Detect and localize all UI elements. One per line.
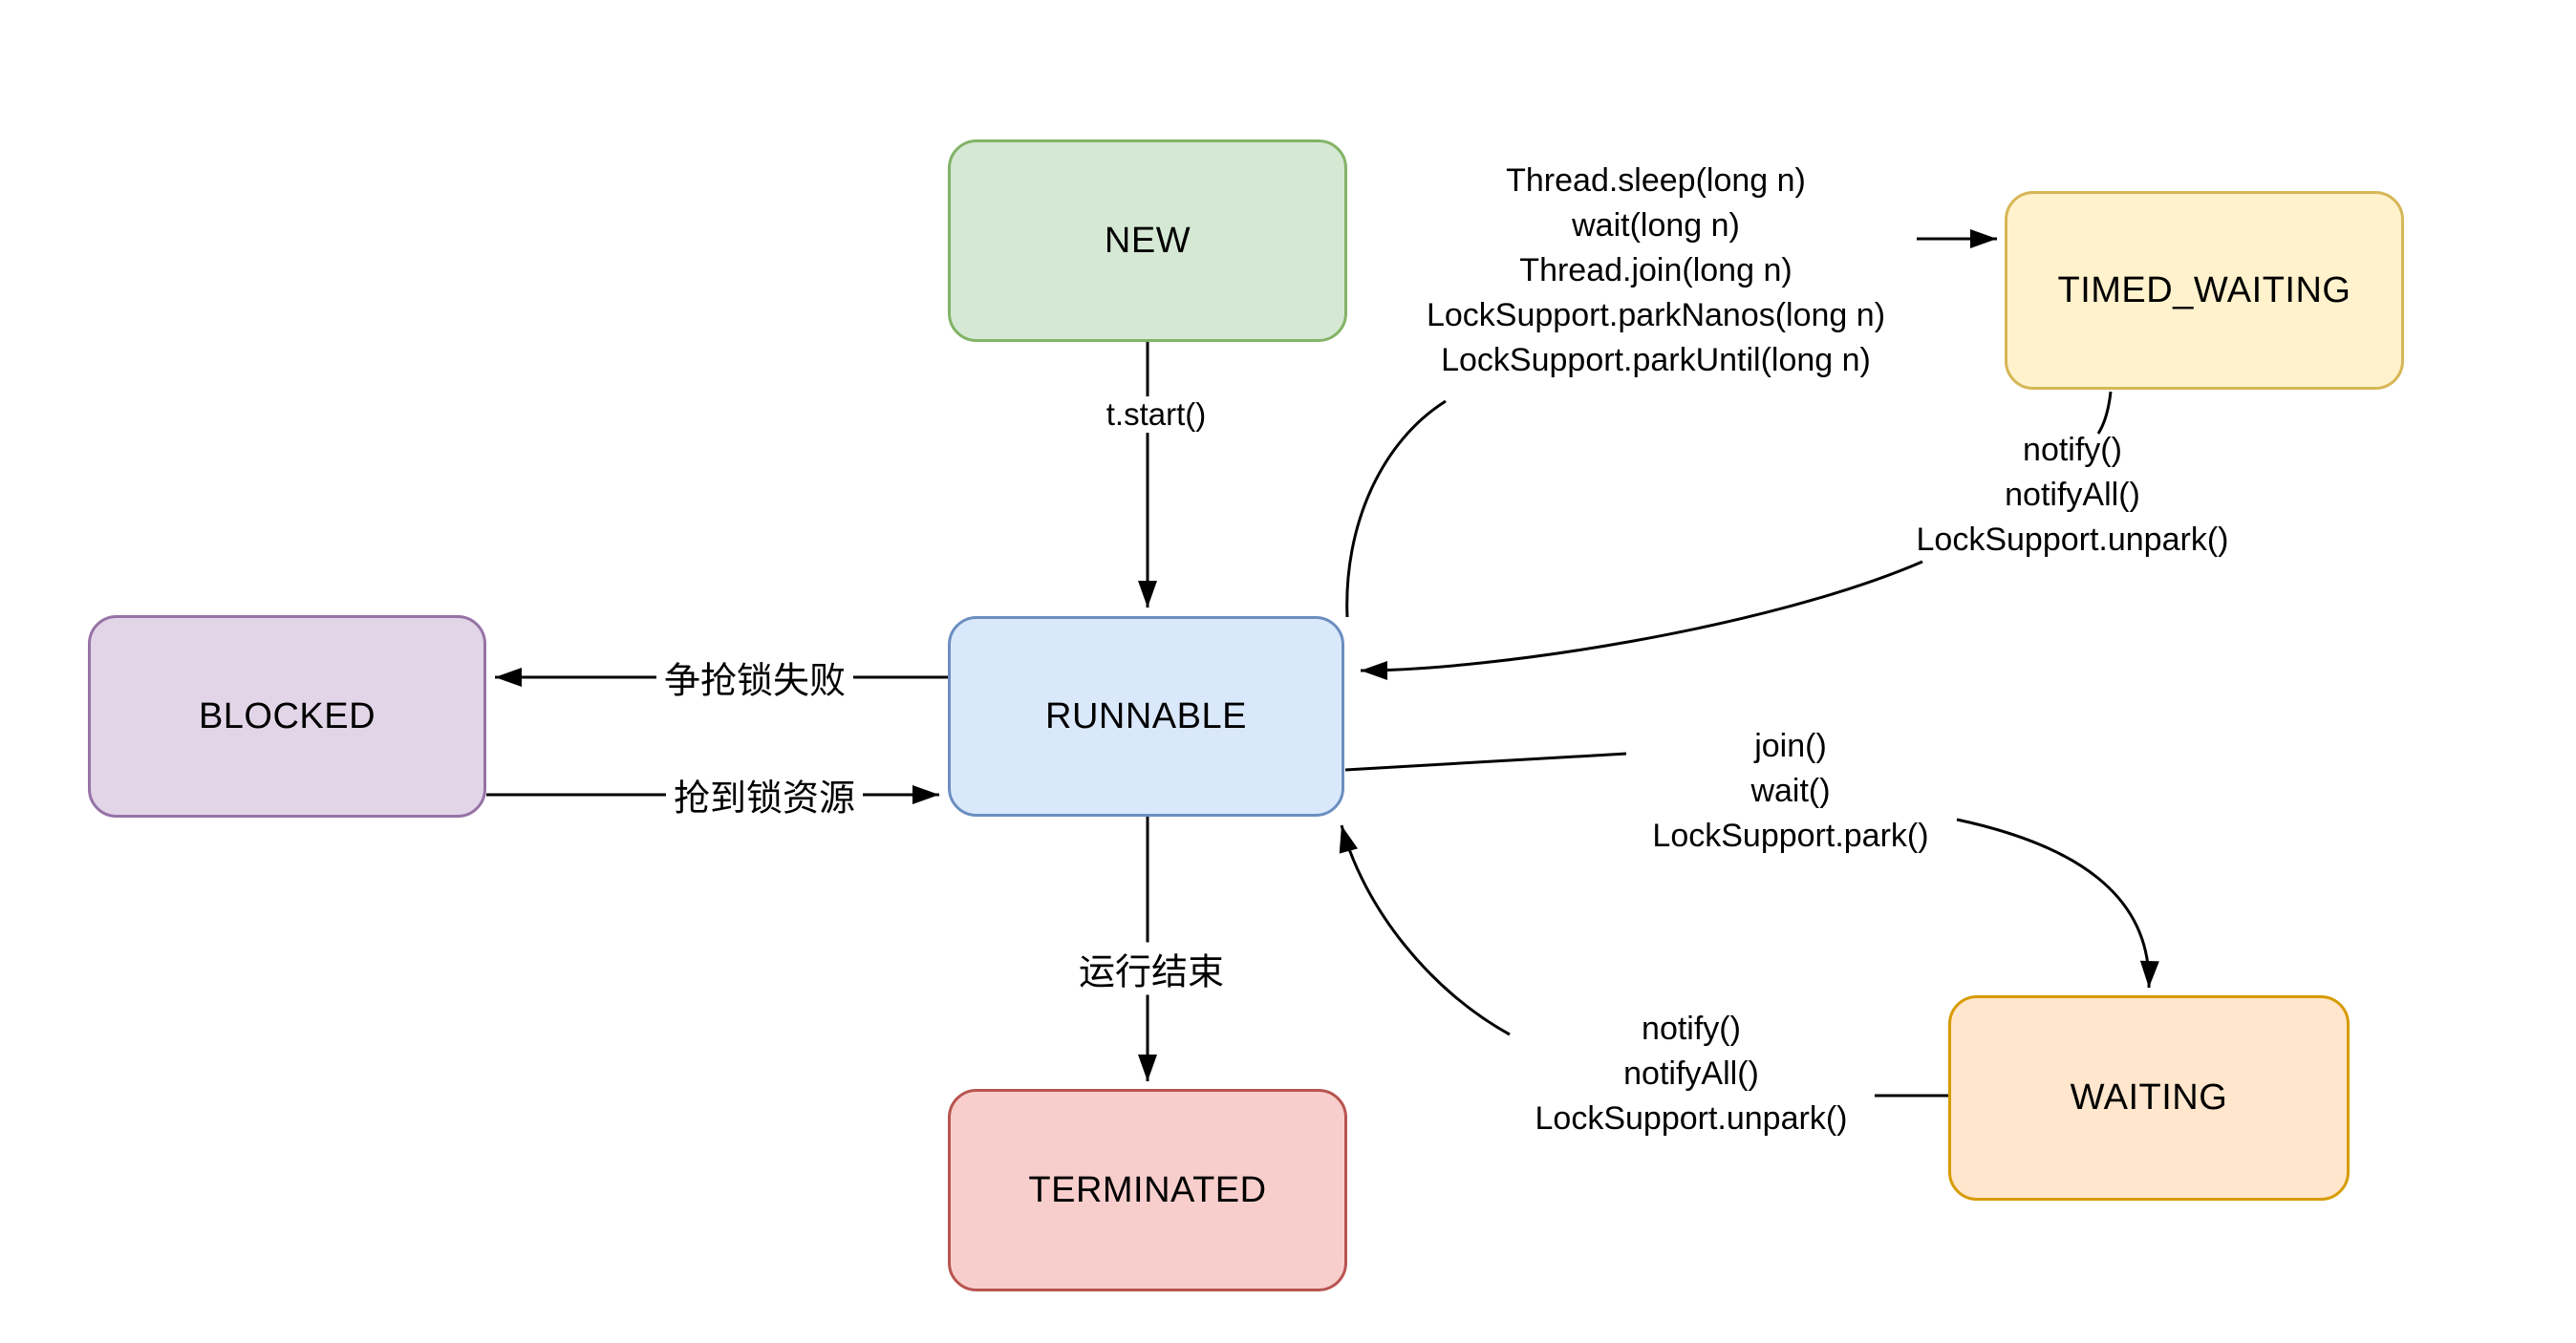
- state-waiting[interactable]: WAITING: [1948, 995, 2350, 1201]
- method-line: LockSupport.park(): [1652, 818, 1929, 854]
- state-timed-waiting[interactable]: TIMED_WAITING: [2005, 191, 2404, 390]
- label-run-finished: 运行结束: [1070, 942, 1233, 995]
- state-waiting-label: WAITING: [2070, 1077, 2228, 1118]
- label-lock-contention-failed: 争抢锁失败: [655, 650, 854, 704]
- state-runnable[interactable]: RUNNABLE: [948, 616, 1344, 817]
- label-runnable-to-timed-waiting-methods: Thread.sleep(long n) wait(long n) Thread…: [1264, 159, 2048, 383]
- method-line: join(): [1754, 728, 1827, 764]
- state-timed-waiting-label: TIMED_WAITING: [2057, 269, 2351, 310]
- edge-runnable-to-join-methods: [1344, 752, 1627, 772]
- method-line: LockSupport.unpark(): [1916, 522, 2229, 558]
- method-line: notifyAll(): [1623, 1055, 1759, 1092]
- label-t-start: t.start(): [1098, 396, 1214, 433]
- state-terminated-label: TERMINATED: [1028, 1169, 1267, 1210]
- edge-runnable-to-timed-methods: [1345, 399, 1447, 618]
- state-terminated[interactable]: TERMINATED: [948, 1089, 1347, 1291]
- edge-timed-waiting-to-notify: [2096, 391, 2113, 435]
- state-blocked[interactable]: BLOCKED: [88, 615, 486, 818]
- edge-notify-to-runnable: [1360, 560, 1923, 680]
- method-line: Thread.sleep(long n): [1506, 162, 1806, 199]
- label-timed-waiting-to-runnable-methods: notify() notifyAll() LockSupport.unpark(…: [1843, 428, 2302, 563]
- method-line: notify(): [2023, 432, 2122, 468]
- method-line: notify(): [1642, 1011, 1741, 1047]
- method-line: wait(): [1750, 773, 1831, 809]
- method-line: LockSupport.parkUntil(long n): [1441, 342, 1871, 378]
- method-line: notifyAll(): [2005, 477, 2140, 513]
- state-blocked-label: BLOCKED: [198, 695, 376, 736]
- state-new[interactable]: NEW: [948, 139, 1347, 342]
- label-runnable-to-waiting-methods: join() wait() LockSupport.park(): [1590, 724, 1991, 859]
- state-runnable-label: RUNNABLE: [1045, 695, 1247, 736]
- method-line: LockSupport.parkNanos(long n): [1426, 297, 1886, 333]
- method-line: LockSupport.unpark(): [1535, 1100, 1848, 1137]
- state-new-label: NEW: [1104, 220, 1191, 261]
- label-lock-acquired: 抢到锁资源: [665, 768, 864, 821]
- label-waiting-to-runnable-methods: notify() notifyAll() LockSupport.unpark(…: [1462, 1007, 1921, 1141]
- method-line: Thread.join(long n): [1519, 252, 1792, 288]
- edge-join-methods-to-waiting: [1956, 818, 2159, 989]
- edge-notify-lower-to-runnable: [1339, 824, 1511, 1036]
- method-line: wait(long n): [1572, 207, 1740, 244]
